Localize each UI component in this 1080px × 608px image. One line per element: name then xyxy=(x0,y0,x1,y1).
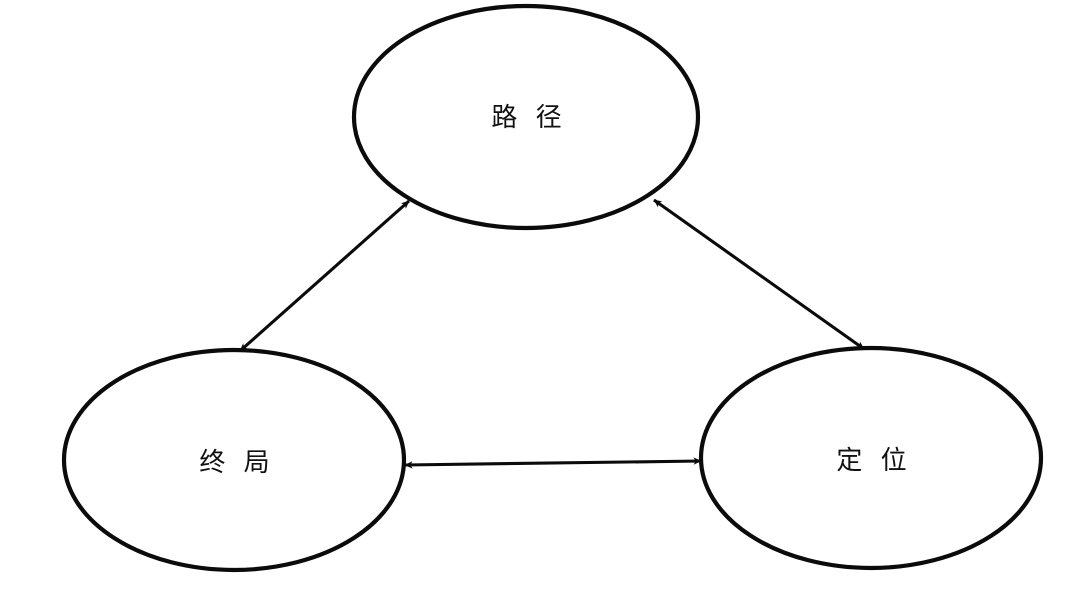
node-path[interactable]: 路 径 xyxy=(354,6,698,228)
node-path-ellipse[interactable] xyxy=(354,6,698,228)
edge-layer xyxy=(238,198,865,469)
node-endgame-ellipse[interactable] xyxy=(64,350,404,570)
node-positioning-ellipse[interactable] xyxy=(701,348,1041,568)
node-path-label: 路 径 xyxy=(491,103,566,133)
node-positioning-label: 定 位 xyxy=(836,446,911,476)
node-layer: 路 径 终 局 定 位 xyxy=(64,6,1041,570)
edge-endgame-positioning[interactable] xyxy=(404,457,702,469)
edge-path-positioning[interactable] xyxy=(653,198,865,351)
edge-endgame-path-line[interactable] xyxy=(238,199,411,353)
node-endgame[interactable]: 终 局 xyxy=(64,350,404,570)
node-positioning[interactable]: 定 位 xyxy=(701,348,1041,568)
edge-endgame-positioning-line[interactable] xyxy=(404,457,702,469)
edge-path-positioning-line[interactable] xyxy=(653,198,865,351)
edge-endgame-path[interactable] xyxy=(238,199,411,353)
node-endgame-label: 终 局 xyxy=(199,448,274,478)
